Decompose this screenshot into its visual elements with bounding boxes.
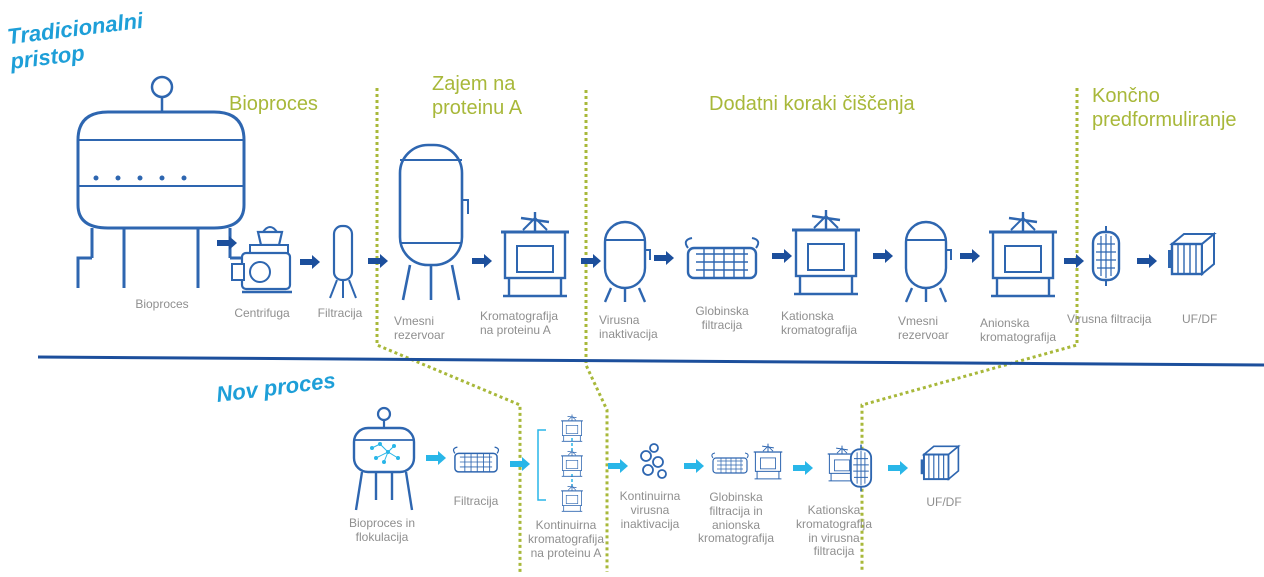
- label-new-filtration: Filtracija: [453, 494, 499, 508]
- depth-filter-icon: [684, 236, 760, 280]
- arrow-icon: [873, 249, 893, 263]
- arrow-icon: [472, 254, 492, 268]
- label-cation-viral: Kationska kromatografija in virusna filt…: [795, 503, 873, 559]
- arrow-icon: [793, 461, 813, 475]
- centrifuge-icon: [231, 226, 292, 294]
- large-bioreactor-icon: [76, 75, 246, 288]
- label-protein-a: Kromatografija na proteinu A: [480, 309, 559, 337]
- arrow-icon: [960, 249, 980, 263]
- continuous-chromatography-icon: [537, 413, 584, 512]
- arrow-icon: [1137, 254, 1157, 268]
- depth-anion-icon: [711, 443, 783, 480]
- holding-tank-large-icon: [398, 143, 469, 301]
- arrow-icon: [772, 249, 792, 263]
- filtration-column-icon: [329, 224, 357, 299]
- label-continuous-protein-a: Kontinuirna kromatografija na proteinu A: [527, 518, 605, 560]
- viral-inactivation-tank-icon: [603, 220, 652, 304]
- arrow-icon: [300, 255, 320, 269]
- phase-boundary-3: [860, 88, 1079, 572]
- arrow-icon: [581, 254, 601, 268]
- arrow-icon: [1064, 254, 1084, 268]
- continuous-viral-inactivation-icon: [640, 443, 667, 479]
- label-ufdf: UF/DF: [1182, 312, 1218, 326]
- arrow-icon: [608, 459, 628, 473]
- process-divider: [37, 355, 1264, 367]
- arrow-icon: [888, 461, 908, 475]
- label-holding-tank-1: Vmesni rezervoar: [394, 314, 445, 342]
- chromatography-column-icon: [790, 208, 862, 296]
- ufdf-cassette-icon: [919, 445, 960, 481]
- phase-capture: Zajem na proteinu A: [432, 73, 523, 119]
- label-filtration: Filtracija: [317, 306, 363, 320]
- arrow-icon: [217, 236, 237, 250]
- label-new-ufdf: UF/DF: [926, 495, 962, 509]
- label-new-bioreactor: Bioproces in flokulacija: [348, 516, 416, 544]
- label-depth-filtration: Globinska filtracija: [695, 304, 749, 332]
- label-continuous-viral-inactivation: Kontinuirna virusna inaktivacija: [619, 489, 681, 531]
- label-cation: Kationska kromatografija: [781, 309, 858, 337]
- bioreactor-flocculation-icon: [352, 406, 416, 511]
- arrow-icon: [426, 451, 446, 465]
- phase-polishing: Dodatni koraki čiščenja: [709, 93, 915, 115]
- chromatography-column-icon: [987, 210, 1059, 298]
- arrow-icon: [684, 459, 704, 473]
- phase-final: Končno predformuliranje: [1092, 85, 1237, 131]
- arrow-icon: [654, 251, 674, 265]
- label-depth-anion: Globinska filtracija in anionska kromato…: [697, 490, 775, 546]
- filtration-basket-icon: [452, 446, 500, 473]
- phase-bioprocess: Bioproces: [229, 93, 318, 115]
- label-centrifuge: Centrifuga: [234, 306, 290, 320]
- label-anion: Anionska kromatografija: [980, 316, 1057, 344]
- cation-viral-icon: [827, 443, 873, 493]
- holding-tank-icon: [904, 220, 953, 304]
- label-viral-inactivation: Virusna inaktivacija: [599, 313, 658, 341]
- chromatography-column-icon: [499, 210, 571, 298]
- label-holding-tank-2: Vmesni rezervoar: [898, 314, 949, 342]
- phase-boundary-1: [375, 88, 522, 572]
- ufdf-cassette-icon: [1166, 232, 1216, 276]
- viral-filter-icon: [1091, 224, 1121, 288]
- label-viral-filtration: Virusna filtracija: [1067, 312, 1152, 326]
- label-bioreactor: Bioproces: [135, 297, 189, 311]
